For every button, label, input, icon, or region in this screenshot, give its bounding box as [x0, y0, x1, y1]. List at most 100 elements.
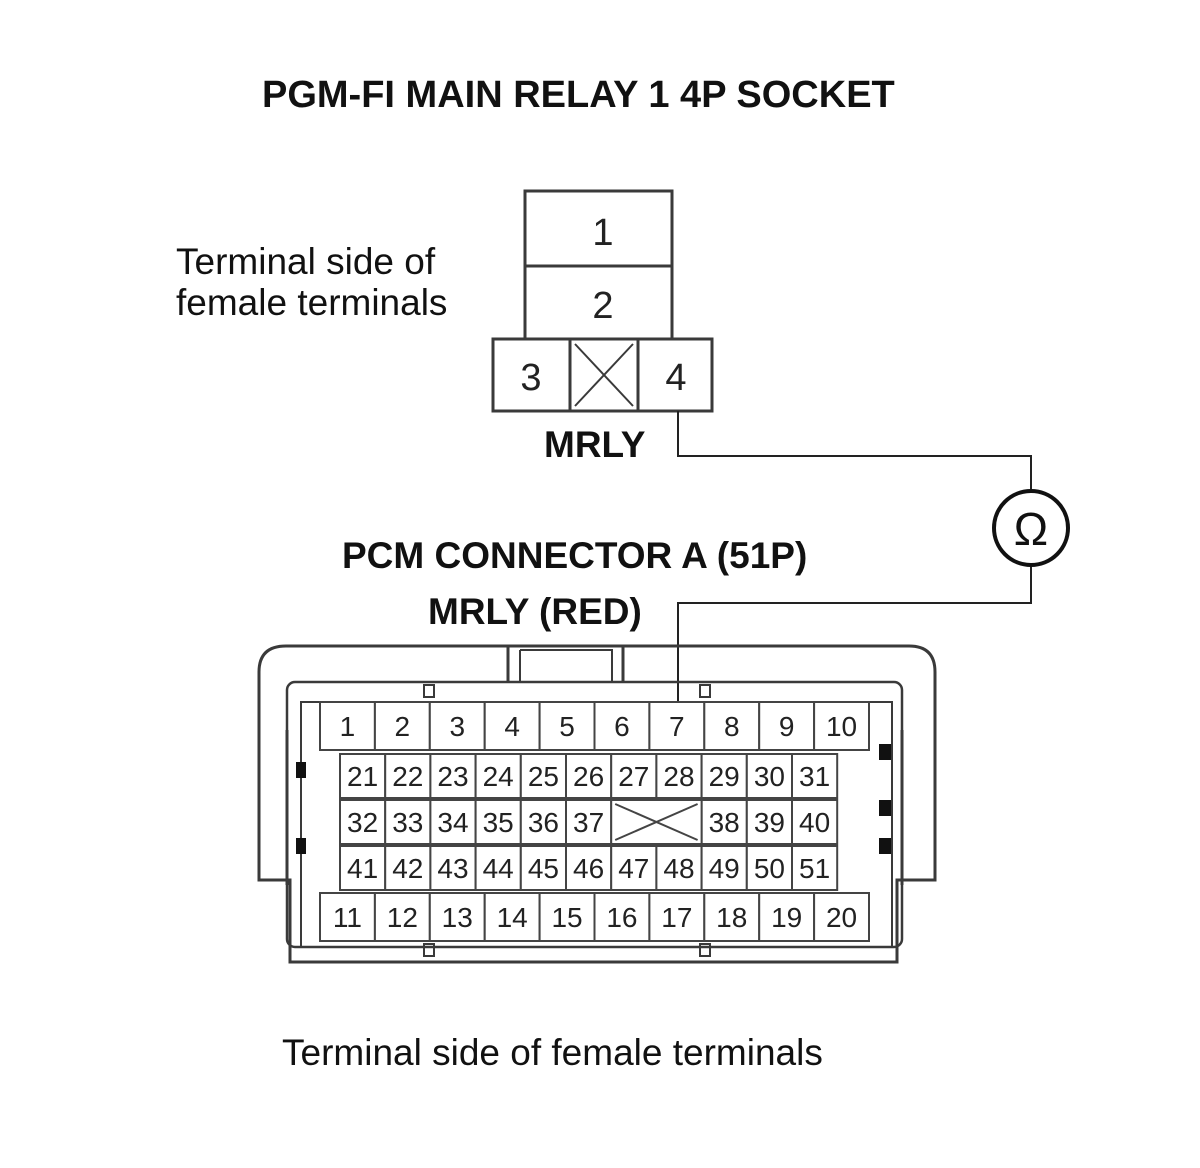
pcm-pin-12: 12 — [387, 902, 418, 933]
pcm-pin-5: 5 — [559, 711, 575, 742]
pcm-pin-20: 20 — [826, 902, 857, 933]
pcm-pin-8: 8 — [724, 711, 740, 742]
pcm-pin-38-cell — [700, 799, 748, 845]
pcm-pin-42-cell — [384, 845, 432, 891]
pcm-pin-4: 4 — [504, 711, 520, 742]
pcm-mrly-label: MRLY (RED) — [428, 591, 642, 632]
pcm-pin-31: 31 — [799, 761, 830, 792]
pcm-pin-6: 6 — [614, 711, 630, 742]
pcm-side-label: Terminal side of female terminals — [282, 1032, 823, 1073]
pcm-pin-1: 1 — [340, 711, 356, 742]
pcm-pin-3: 3 — [449, 711, 465, 742]
pcm-pin-36: 36 — [528, 807, 559, 838]
pcm-pin-35: 35 — [483, 807, 514, 838]
pcm-blank-cross-2 — [614, 803, 699, 841]
pcm-pin-32: 32 — [347, 807, 378, 838]
pcm-pin-19-cell — [758, 892, 816, 942]
pcm-pin-37: 37 — [573, 807, 604, 838]
pcm-pin-18: 18 — [716, 902, 747, 933]
pcm-pin-18-cell — [703, 892, 761, 942]
pcm-pin-2: 2 — [395, 711, 411, 742]
pcm-pin-34: 34 — [437, 807, 468, 838]
pcm-pin-44: 44 — [483, 853, 514, 884]
pcm-pin-44-cell — [474, 845, 522, 891]
pcm-pin-40: 40 — [799, 807, 830, 838]
relay-socket — [491, 189, 714, 413]
pcm-pin-10: 10 — [826, 711, 857, 742]
pcm-pin-25-cell — [519, 753, 567, 799]
pcm-pin-48: 48 — [663, 853, 694, 884]
pcm-pin-38: 38 — [709, 807, 740, 838]
pcm-pin-31-cell — [791, 753, 839, 799]
pcm-pin-36-cell — [519, 799, 567, 845]
relay-pin-2: 2 — [592, 285, 613, 327]
relay-side-label-line1: Terminal side of — [176, 241, 436, 282]
pcm-pin-15: 15 — [551, 902, 582, 933]
pcm-pin-11: 11 — [333, 902, 362, 933]
pcm-pin-17: 17 — [661, 902, 692, 933]
wire-meter-to-pcm — [677, 566, 1032, 704]
pcm-pin-51: 51 — [799, 853, 830, 884]
relay-socket-title: PGM-FI MAIN RELAY 1 4P SOCKET — [262, 74, 895, 116]
pcm-pin-11-cell — [319, 892, 376, 942]
pcm-pin-34-cell — [429, 799, 477, 845]
pcm-pin-42: 42 — [392, 853, 423, 884]
pcm-pin-7: 7 — [669, 711, 685, 742]
pcm-pin-29: 29 — [709, 761, 740, 792]
pcm-pin-4-cell — [483, 701, 541, 751]
pcm-pin-9: 9 — [779, 711, 795, 742]
relay-pin-3: 3 — [520, 357, 541, 399]
pcm-pin-50: 50 — [754, 853, 785, 884]
pcm-pin-33-cell — [384, 799, 432, 845]
ohm-symbol: Ω — [1014, 503, 1048, 555]
pcm-pin-39-cell — [745, 799, 793, 845]
pcm-pin-39: 39 — [754, 807, 785, 838]
pcm-pin-24-cell — [474, 753, 522, 799]
pcm-pin-47: 47 — [618, 853, 649, 884]
pcm-pin-15-cell — [538, 892, 596, 942]
pcm-pin-23: 23 — [437, 761, 468, 792]
relay-mrly-label: MRLY — [544, 424, 646, 465]
relay-pin-4: 4 — [665, 357, 686, 399]
pcm-pin-21-cell — [339, 753, 387, 799]
pcm-pin-25: 25 — [528, 761, 559, 792]
pcm-pin-17-cell — [648, 892, 706, 942]
pcm-locking-tabs — [296, 744, 891, 854]
pcm-pin-30: 30 — [754, 761, 785, 792]
ohmmeter-icon: Ω — [992, 489, 1070, 567]
pcm-pin-10-cell — [813, 701, 870, 751]
pcm-pin-27: 27 — [618, 761, 649, 792]
pcm-pin-5-cell — [538, 701, 596, 751]
pcm-pin-2-cell — [373, 701, 431, 751]
pcm-pin-49: 49 — [709, 853, 740, 884]
pcm-pin-19: 19 — [771, 902, 802, 933]
pcm-pin-46: 46 — [573, 853, 604, 884]
pcm-pin-22: 22 — [392, 761, 423, 792]
pcm-pin-27-cell — [610, 753, 658, 799]
pcm-pin-20-cell — [813, 892, 870, 942]
pcm-connector-title: PCM CONNECTOR A (51P) — [342, 535, 808, 576]
pcm-pin-28: 28 — [663, 761, 694, 792]
pcm-pin-45: 45 — [528, 853, 559, 884]
pcm-pin-12-cell — [373, 892, 431, 942]
pcm-pin-51-cell — [791, 845, 839, 891]
pcm-pin-7-cell — [648, 701, 706, 751]
pcm-pin-24: 24 — [483, 761, 514, 792]
relay-pin-1: 1 — [592, 212, 613, 254]
pcm-pin-26: 26 — [573, 761, 604, 792]
pcm-pin-47-cell — [610, 845, 658, 891]
pcm-pin-16: 16 — [606, 902, 637, 933]
wire-relay-to-meter — [677, 411, 1032, 489]
pcm-pin-43-cell — [429, 845, 477, 891]
pcm-pin-13: 13 — [442, 902, 473, 933]
pcm-pin-41: 41 — [347, 853, 378, 884]
pcm-pin-33: 33 — [392, 807, 423, 838]
pcm-pin-8-cell — [703, 701, 761, 751]
pcm-pin-43: 43 — [437, 853, 468, 884]
pcm-pin-49-cell — [700, 845, 748, 891]
relay-side-label-line2: female terminals — [176, 282, 448, 323]
pcm-pin-14: 14 — [497, 902, 528, 933]
pcm-pin-21: 21 — [347, 761, 378, 792]
